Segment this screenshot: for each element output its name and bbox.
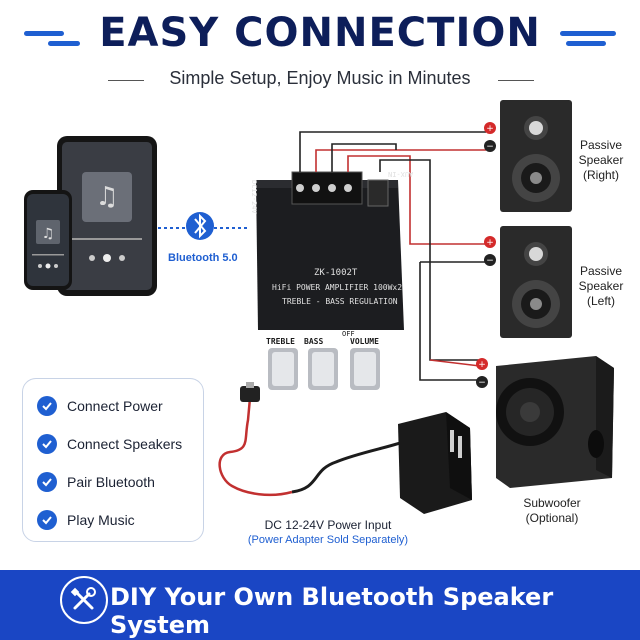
subwoofer-label: Subwoofer (Optional): [512, 496, 592, 526]
checklist-item: Connect Speakers: [37, 431, 182, 457]
subtitle-line-left: [108, 80, 144, 81]
power-adapter-note: (Power Adapter Sold Separately): [247, 534, 409, 546]
svg-text:−: −: [486, 142, 494, 152]
phone-device: ♫: [24, 190, 72, 290]
knob-treble-label: TREBLE: [266, 337, 295, 346]
header-deco-left-2: [48, 41, 80, 46]
header-deco-left-1: [24, 31, 64, 36]
power-input-label: DC 12-24V Power Input: [264, 518, 392, 532]
speaker-left: [500, 226, 572, 338]
amp-aux-label: AUX-IN: [388, 170, 414, 178]
tablet-device: ♫: [57, 136, 157, 296]
checklist-item-label: Connect Speakers: [67, 436, 183, 452]
amp-line2: TREBLE - BASS REGULATION: [282, 297, 398, 306]
subwoofer-label-1: Subwoofer: [523, 496, 581, 510]
subwoofer-label-2: (Optional): [525, 511, 579, 525]
speaker-left-label-1: Passive: [579, 264, 623, 278]
knob-volume-label: VOLUME: [350, 337, 379, 346]
polarity-markers: + − + − + −: [476, 122, 496, 388]
checklist-item: Play Music: [37, 507, 135, 533]
page-subtitle: Simple Setup, Enjoy Music in Minutes: [169, 68, 471, 88]
checklist-item: Connect Power: [37, 393, 163, 419]
speaker-left-label-3: (Left): [586, 294, 615, 308]
check-icon: [37, 434, 57, 454]
checklist-item: Pair Bluetooth: [37, 469, 155, 495]
speaker-left-label-2: Speaker: [578, 279, 624, 293]
checklist-item-label: Play Music: [67, 512, 135, 528]
speaker-right-label-3: (Right): [582, 168, 619, 182]
svg-text:−: −: [486, 256, 494, 266]
amplifier-board: [256, 171, 404, 390]
svg-text:+: +: [478, 360, 486, 370]
svg-text:+: +: [486, 238, 494, 248]
setup-checklist: Connect Power Connect Speakers Pair Blue…: [22, 378, 204, 542]
power-adapter: [218, 382, 472, 514]
checklist-item-label: Pair Bluetooth: [67, 474, 155, 490]
speaker-right: [500, 100, 572, 212]
knob-bass-label: BASS: [304, 337, 324, 346]
knob-off-label: OFF: [342, 330, 355, 338]
subwoofer: [496, 356, 614, 488]
bluetooth-icon: [186, 212, 214, 240]
svg-text:♫: ♫: [42, 226, 55, 242]
amp-model: ZK-1002T: [314, 268, 358, 278]
subtitle-line-right: [498, 80, 534, 81]
svg-text:−: −: [478, 378, 486, 388]
footer-text: DIY Your Own Bluetooth Speaker System: [110, 583, 554, 639]
check-icon: [37, 472, 57, 492]
speaker-left-label: Passive Speaker (Left): [572, 264, 630, 309]
checklist-item-label: Connect Power: [67, 398, 163, 414]
speaker-right-label-2: Speaker: [578, 153, 624, 167]
page-title: EASY CONNECTION: [99, 10, 541, 56]
check-icon: [37, 510, 57, 530]
amp-dc-label: DC12-24V: [250, 180, 258, 214]
tools-icon: [60, 576, 108, 624]
speaker-right-label-1: Passive: [579, 138, 623, 152]
svg-text:♫: ♫: [95, 182, 118, 212]
check-icon: [37, 396, 57, 416]
svg-text:+: +: [486, 124, 494, 134]
header-deco-right-2: [566, 41, 606, 46]
header-deco-right-1: [560, 31, 616, 36]
amp-line1: HiFi POWER AMPLIFIER 100Wx2: [272, 283, 403, 292]
bluetooth-label: Bluetooth 5.0: [168, 252, 238, 264]
speaker-right-label: Passive Speaker (Right): [572, 138, 630, 183]
